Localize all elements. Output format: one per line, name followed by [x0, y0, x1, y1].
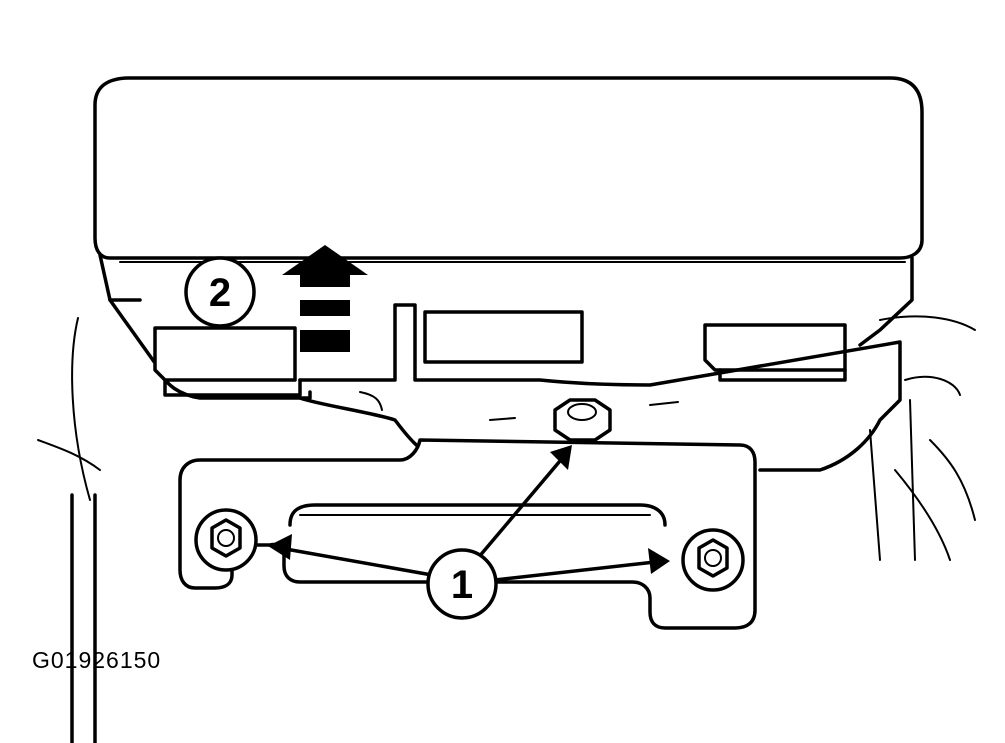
callout-1-label: 1 [451, 563, 473, 607]
bolt-right [681, 528, 745, 592]
leader-arrow-icon [648, 548, 670, 574]
control-module-housing [93, 76, 924, 400]
nut-icon [553, 398, 612, 442]
mounting-bracket [178, 303, 902, 630]
leader-arrow-icon [268, 534, 292, 560]
callout-2-label: 2 [209, 271, 231, 315]
bolt-left [194, 508, 258, 572]
callout-1: 1 [426, 548, 498, 620]
background-structure [37, 315, 976, 743]
figure-id: G01926150 [32, 647, 161, 673]
leader-arrow-icon [550, 445, 572, 470]
callout-2: 2 [184, 256, 256, 328]
arrow-up-icon [282, 245, 368, 352]
